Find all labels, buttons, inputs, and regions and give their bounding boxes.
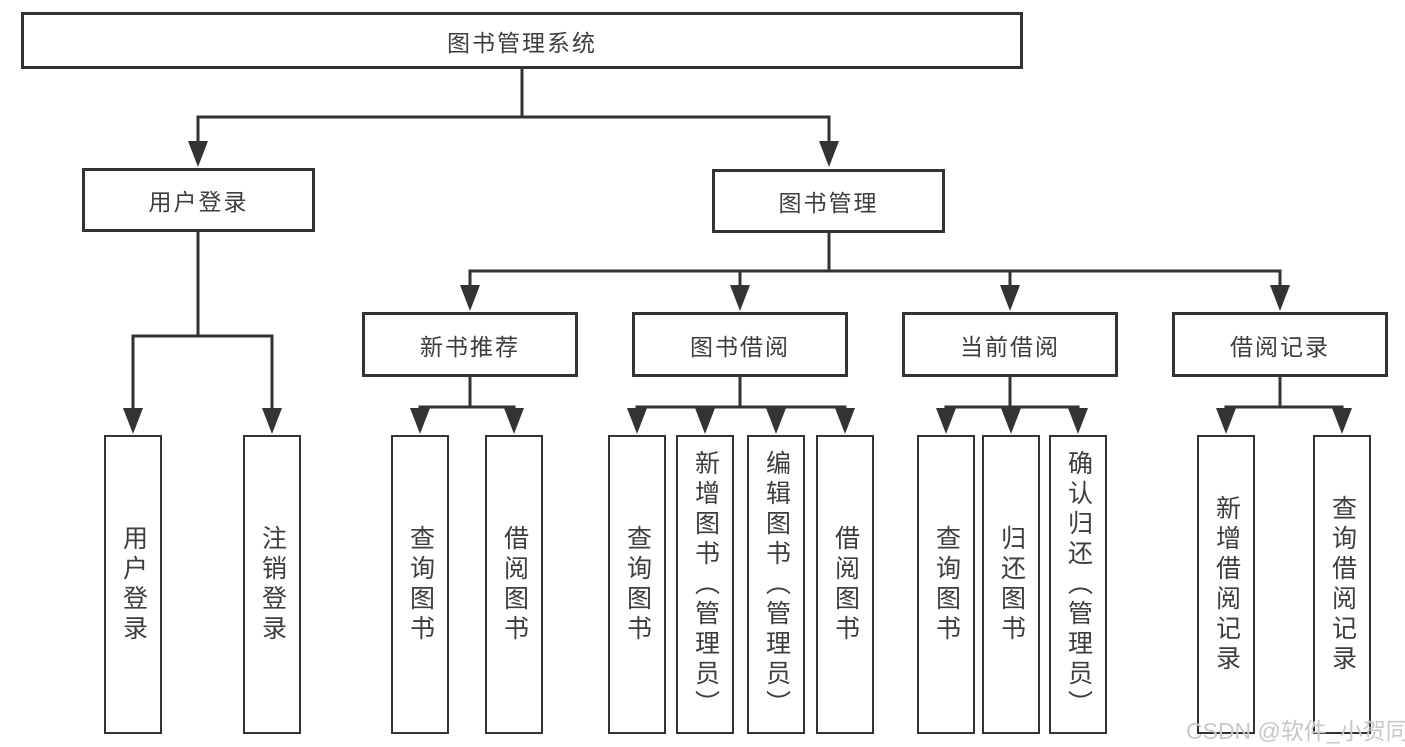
leaf-label: 查询图书 bbox=[623, 524, 652, 645]
leaf-label: 查询借阅记录 bbox=[1328, 494, 1357, 675]
leaf-logout: 注销登录 bbox=[243, 435, 301, 734]
leaf-label: 注销登录 bbox=[258, 524, 287, 645]
leaf-label: 确认归还（管理员） bbox=[1064, 449, 1093, 720]
node-label: 当前借阅 bbox=[960, 333, 1060, 360]
node-label: 借阅记录 bbox=[1230, 333, 1330, 360]
arrow-down-icon bbox=[504, 408, 524, 434]
arrow-down-icon bbox=[410, 408, 430, 434]
connector-bookmgmt-to-level3 bbox=[468, 231, 1282, 292]
node-current-borrowing: 当前借阅 bbox=[902, 312, 1118, 377]
arrow-down-icon bbox=[835, 408, 855, 434]
arrow-down-icon bbox=[695, 408, 715, 434]
arrow-down-icon bbox=[460, 285, 480, 311]
node-book-management: 图书管理 bbox=[712, 169, 945, 233]
node-user-login: 用户登录 bbox=[82, 168, 315, 232]
leaf-query-books-recommend: 查询图书 bbox=[391, 435, 449, 734]
arrow-down-icon bbox=[262, 408, 282, 434]
leaf-add-borrow-record: 新增借阅记录 bbox=[1197, 435, 1255, 734]
leaf-borrow-books: 借阅图书 bbox=[816, 435, 874, 734]
node-new-book-recommendation: 新书推荐 bbox=[362, 312, 578, 377]
arrow-down-icon bbox=[1216, 408, 1236, 434]
connector-bookborrow-to-leaves bbox=[635, 375, 847, 415]
arrow-down-icon bbox=[766, 408, 786, 434]
arrow-down-icon bbox=[936, 408, 956, 434]
csdn-watermark: CSDN @软件_小贺同学 bbox=[1186, 718, 1405, 744]
leaf-label: 借阅图书 bbox=[831, 524, 860, 645]
leaf-add-book-admin: 新增图书（管理员） bbox=[676, 435, 734, 734]
leaf-label: 借阅图书 bbox=[500, 524, 529, 645]
connector-currentborrow-to-leaves bbox=[944, 375, 1080, 415]
arrow-down-icon bbox=[1001, 408, 1021, 434]
node-library-management-system: 图书管理系统 bbox=[21, 12, 1023, 69]
leaf-label: 查询图书 bbox=[406, 524, 435, 645]
leaf-label: 新增图书（管理员） bbox=[691, 449, 720, 720]
node-book-borrowing: 图书借阅 bbox=[632, 312, 848, 377]
node-borrowing-records: 借阅记录 bbox=[1172, 312, 1388, 377]
node-label: 图书借阅 bbox=[690, 333, 790, 360]
arrow-down-icon bbox=[1332, 408, 1352, 434]
leaf-edit-book-admin: 编辑图书（管理员） bbox=[747, 435, 805, 734]
leaf-query-books-borrow: 查询图书 bbox=[608, 435, 666, 734]
leaf-label: 编辑图书（管理员） bbox=[762, 449, 791, 720]
arrow-down-icon bbox=[819, 141, 839, 167]
node-label: 图书管理系统 bbox=[447, 29, 597, 56]
leaf-query-books-current: 查询图书 bbox=[917, 435, 975, 734]
arrow-down-icon bbox=[188, 141, 208, 167]
connector-newbook-to-leaves bbox=[418, 375, 516, 415]
leaf-label: 新增借阅记录 bbox=[1212, 494, 1241, 675]
leaf-label: 归还图书 bbox=[997, 524, 1026, 645]
leaf-confirm-return-admin: 确认归还（管理员） bbox=[1049, 435, 1107, 734]
leaf-label: 查询图书 bbox=[932, 524, 961, 645]
arrow-down-icon bbox=[1000, 285, 1020, 311]
leaf-borrow-books-recommend: 借阅图书 bbox=[485, 435, 543, 734]
connector-userlogin-to-leaves bbox=[131, 230, 274, 415]
arrow-down-icon bbox=[1068, 408, 1088, 434]
leaf-label: 用户登录 bbox=[119, 524, 148, 645]
arrow-down-icon bbox=[123, 408, 143, 434]
node-label: 用户登录 bbox=[148, 189, 249, 215]
leaf-return-book: 归还图书 bbox=[982, 435, 1040, 734]
connector-records-to-leaves bbox=[1224, 375, 1344, 415]
node-label: 图书管理 bbox=[778, 190, 879, 216]
leaf-user-login: 用户登录 bbox=[104, 435, 162, 734]
arrow-down-icon bbox=[730, 285, 750, 311]
connector-root-to-level2 bbox=[196, 67, 831, 148]
leaf-query-borrow-record: 查询借阅记录 bbox=[1313, 435, 1371, 734]
arrow-down-icon bbox=[1270, 285, 1290, 311]
arrow-down-icon bbox=[627, 408, 647, 434]
node-label: 新书推荐 bbox=[420, 333, 520, 360]
